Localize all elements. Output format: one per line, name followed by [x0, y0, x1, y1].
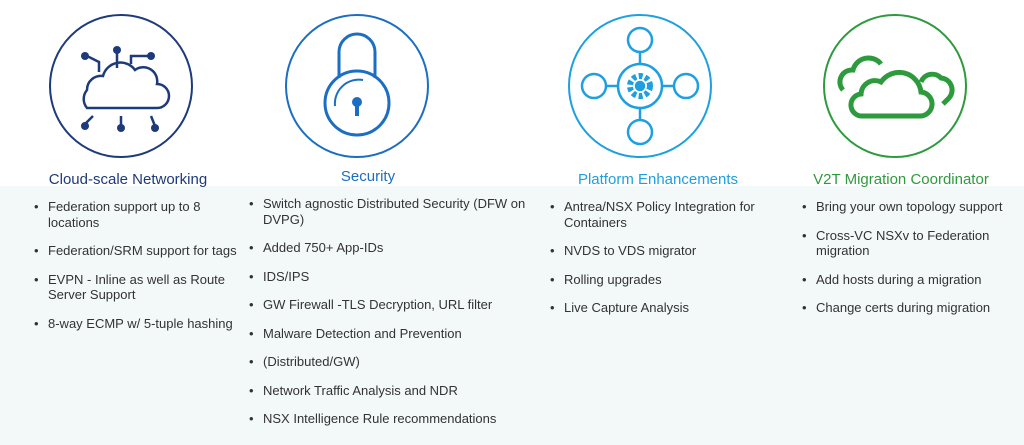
list-item: Federation support up to 8 locations — [34, 199, 243, 230]
cloud-network-icon — [49, 14, 193, 158]
section-title: Platform Enhancements — [577, 171, 739, 188]
feature-list: Antrea/NSX Policy Integration for Contai… — [550, 199, 779, 329]
list-item: 8-way ECMP w/ 5-tuple hashing — [34, 316, 243, 332]
list-item: (Distributed/GW) — [249, 354, 543, 370]
platform-gear-icon — [568, 14, 712, 158]
list-item: GW Firewall -TLS Decryption, URL filter — [249, 297, 543, 313]
feature-list: Federation support up to 8 locationsFede… — [34, 199, 243, 344]
list-item: Antrea/NSX Policy Integration for Contai… — [550, 199, 779, 230]
clouds-icon — [823, 14, 967, 158]
list-item: Cross-VC NSXv to Federation migration — [802, 228, 1024, 259]
feature-list: Bring your own topology supportCross-VC … — [802, 199, 1024, 329]
list-item: NVDS to VDS migrator — [550, 243, 779, 259]
list-item: IDS/IPS — [249, 269, 543, 285]
list-item: Add hosts during a migration — [802, 272, 1024, 288]
list-item: Federation/SRM support for tags — [34, 243, 243, 259]
list-item: Added 750+ App-IDs — [249, 240, 543, 256]
padlock-icon — [285, 14, 429, 158]
list-item: Network Traffic Analysis and NDR — [249, 383, 543, 399]
section-title: Security — [340, 168, 396, 185]
list-item: Change certs during migration — [802, 300, 1024, 316]
section-title: Cloud-scale Networking — [48, 171, 208, 188]
list-item: Switch agnostic Distributed Security (DF… — [249, 196, 543, 227]
list-item: Malware Detection and Prevention — [249, 326, 543, 342]
feature-list: Switch agnostic Distributed Security (DF… — [249, 196, 543, 440]
list-item: EVPN - Inline as well as Route Server Su… — [34, 272, 243, 303]
section-title: V2T Migration Coordinator — [813, 171, 989, 188]
list-item: Live Capture Analysis — [550, 300, 779, 316]
list-item: Rolling upgrades — [550, 272, 779, 288]
list-item: NSX Intelligence Rule recommendations — [249, 411, 543, 427]
list-item: Bring your own topology support — [802, 199, 1024, 215]
